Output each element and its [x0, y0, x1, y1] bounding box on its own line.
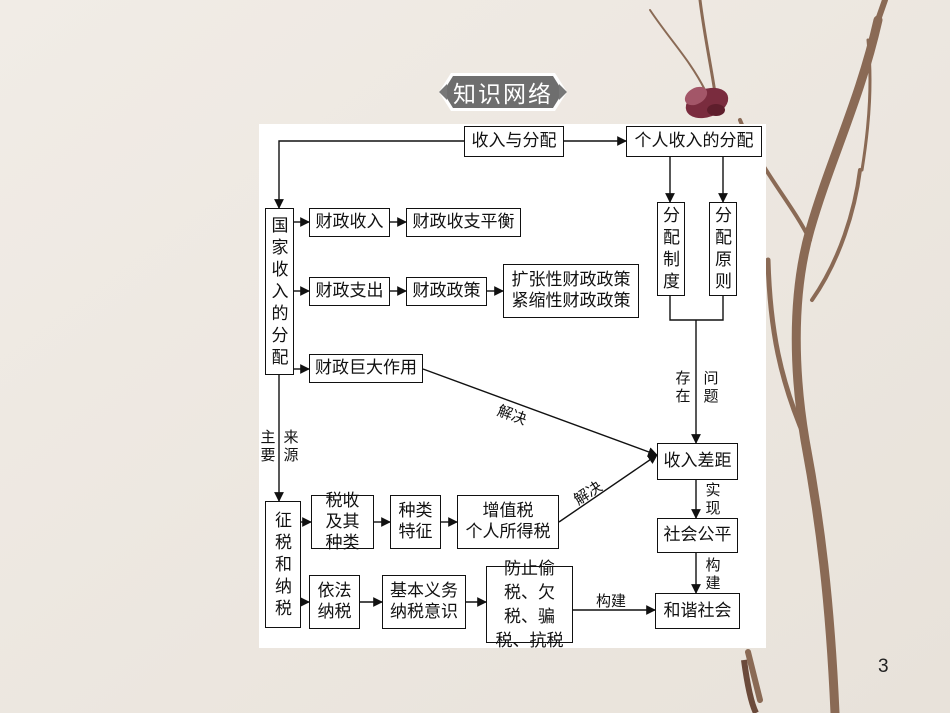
node-guojia-fenpei: 国家收入的分配 [265, 208, 294, 375]
node-geren-suodeshui: 个人所得税 [465, 522, 551, 542]
edge-label-shixian-text: 实现 [705, 481, 721, 517]
node-zhengshui-nashui-text: 征税和纳税 [275, 510, 292, 619]
edge-label-laiyuan-text: 来源 [283, 428, 299, 464]
node-geren-fenpei: 个人收入的分配 [626, 126, 762, 157]
node-caizheng-shouru: 财政收入 [309, 208, 390, 237]
edge-label-zhuyao: 主要 [260, 428, 276, 464]
node-yifa-nashui-text: 依法纳税 [317, 581, 352, 622]
node-zhonglei-tezheng: 种类特征 [390, 495, 441, 549]
node-fenpei-yuanze: 分配原则 [709, 202, 737, 296]
node-caizheng-zhengce: 财政政策 [406, 277, 487, 306]
page-number: 3 [878, 656, 889, 677]
node-shouru-chaju: 收入差距 [657, 443, 738, 480]
edge-label-goujian-1: 构建 [705, 556, 721, 592]
knowledge-map: 收入与分配 个人收入的分配 分配制度 分配原则 国家收入的分配 财政收入 财政收… [259, 124, 766, 651]
node-shouzhi-pingheng: 财政收支平衡 [406, 208, 521, 237]
node-hexie-shehui: 和谐社会 [655, 593, 740, 629]
node-jiben-yiwu: 基本义务 [390, 581, 458, 601]
badge-shape-icon [439, 73, 567, 111]
node-fenpei-zhidu: 分配制度 [657, 202, 685, 296]
node-shuishou-zhonglei-text: 税收及其种类 [325, 490, 360, 553]
node-yifa-nashui: 依法纳税 [309, 575, 360, 629]
node-fangzhi: 防止偷税、欠税、骗税、抗税 [486, 559, 573, 651]
node-shuizhong: 增值税 个人所得税 [457, 495, 559, 549]
edge-label-shixian: 实现 [705, 481, 721, 517]
node-fangzhi-text: 防止偷税、欠税、骗税、抗税 [495, 558, 564, 651]
node-fenpei-yuanze-text: 分配原则 [715, 206, 732, 292]
node-guojia-fenpei-text: 国家收入的分配 [271, 215, 289, 368]
edge-label-zhuyao-text: 主要 [260, 428, 276, 464]
node-zhengce-leixing: 扩张性财政政策 紧缩性财政政策 [503, 264, 639, 318]
edge-label-cunzai-text: 存在 [675, 369, 691, 405]
node-shouru-fenpei: 收入与分配 [464, 126, 564, 157]
node-shuishou-zhonglei: 税收及其种类 [311, 491, 374, 553]
node-jiben-yiwu-box: 基本义务 纳税意识 [382, 575, 466, 629]
connector-lines [274, 136, 728, 615]
node-zhonglei-tezheng-text: 种类特征 [398, 501, 433, 542]
node-caizheng-zhichu: 财政支出 [309, 277, 390, 306]
node-zhongda-zuoyong: 财政巨大作用 [309, 354, 423, 383]
node-zhengshui-nashui: 征税和纳税 [265, 501, 301, 628]
edge-label-wenti-text: 问题 [703, 369, 719, 405]
edge-label-laiyuan: 来源 [283, 428, 299, 464]
edge-label-cunzai: 存在 [675, 369, 691, 405]
node-zengzhishui: 增值税 [482, 501, 534, 521]
dried-flower-icon [684, 86, 729, 119]
edge-label-goujian-2: 构建 [596, 592, 627, 610]
section-badge: 知识网络 [437, 71, 569, 113]
node-fenpei-zhidu-text: 分配制度 [663, 206, 680, 292]
node-kuozhang: 扩张性财政政策 [511, 270, 631, 290]
node-nashui-yishi: 纳税意识 [390, 602, 458, 622]
edge-label-goujian-1-text: 构建 [705, 556, 721, 592]
edge-label-wenti: 问题 [703, 369, 719, 405]
node-shehui-gongping: 社会公平 [657, 518, 738, 553]
badge-title: 知识网络 [453, 82, 553, 108]
node-jinsuo: 紧缩性财政政策 [511, 291, 631, 311]
